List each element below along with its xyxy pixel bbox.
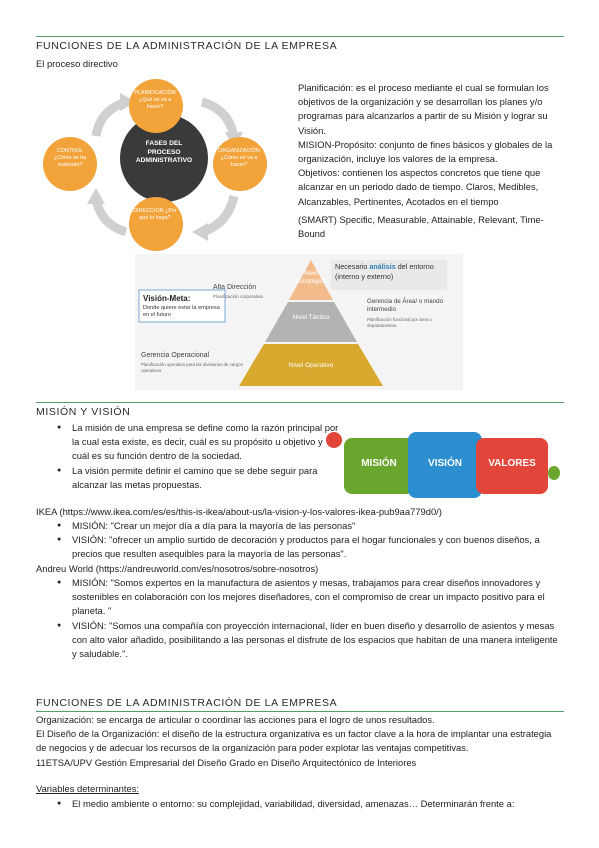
cycle-node-planificacion	[129, 79, 183, 133]
process-cycle-diagram	[43, 79, 267, 251]
section-title: FUNCIONES DE LA ADMINISTRACIÓN DE LA EMP…	[36, 40, 338, 52]
pyramid-label-mid: Nivel Táctico	[292, 314, 330, 321]
pyramid-middle	[265, 302, 357, 342]
paragraph: El Diseño de la Organización: el diseño …	[36, 728, 552, 754]
pyramid-image: Nivel Estratégico Nivel Táctico Nivel Op…	[135, 254, 463, 390]
paragraph: (SMART) Specific, Measurable, Attainable…	[298, 213, 544, 240]
alta-direccion: Alta Dirección	[213, 284, 257, 291]
pyramid-label-bottom: Nivel Operativo	[288, 362, 334, 369]
list-item: El medio ambiente o entorno: su compleji…	[52, 797, 564, 811]
gerencia-area-sub: Planificación funcional por área o depar…	[367, 317, 432, 328]
planificacion-text: Planificación: es el proceso mediante el…	[298, 81, 566, 241]
puzzle-knob	[548, 466, 560, 480]
variables-heading: Variables determinantes:	[36, 783, 140, 794]
puzzle-label-mision: MISIÓN	[361, 458, 397, 469]
cycle-arrow-head	[120, 93, 136, 111]
analisis-box	[331, 260, 447, 290]
subtitle: El proceso directivo	[36, 58, 118, 69]
section-title: FUNCIONES DE LA ADMINISTRACIÓN DE LA EMP…	[36, 697, 338, 709]
cycle-arrow-head	[87, 188, 105, 204]
divider	[36, 36, 564, 37]
cycle-label-control: CONTROL ¿Cómo se ha realizado?	[53, 148, 87, 168]
divider	[36, 402, 564, 403]
paragraph: Objetivos: contienen los aspectos concre…	[298, 167, 541, 207]
pyramid-bottom	[239, 344, 383, 386]
puzzle-label-vision: VISIÓN	[428, 458, 462, 469]
paragraph: 11ETSA/UPV Gestión Empresarial del Diseñ…	[36, 756, 417, 768]
vision-title: Visión-Meta:	[143, 294, 191, 303]
cycle-arrow-head	[192, 223, 208, 241]
puzzle-image: MISIÓN VISIÓN VALORES	[326, 430, 560, 502]
cycle-label-organizacion: ORGANIZACIÓN ¿Cómo se va a hacer?	[218, 148, 260, 168]
mision-vision-list: La misión de una empresa se define como …	[52, 421, 340, 492]
paragraph: Organización: se encarga de articular o …	[36, 714, 435, 725]
vision-box	[138, 289, 226, 323]
gerencia-area: Gerencia de Área/ o mando intermedio	[367, 298, 444, 313]
andreu-source: Andreu World (https://andreuworld.com/es…	[36, 563, 319, 574]
pyramid-label-top: Nivel Estratégico	[295, 271, 326, 285]
list-item: MISIÓN: "Crear un mejor día a día para l…	[52, 519, 564, 533]
puzzle-piece-valores	[476, 438, 548, 494]
cycle-node-control	[43, 137, 97, 191]
list-item: La visión permite definir el camino que …	[52, 464, 340, 492]
ikea-list: MISIÓN: "Crear un mejor día a día para l…	[52, 519, 564, 562]
list-item: La misión de una empresa se define como …	[52, 421, 340, 464]
section-title: MISIÓN Y VISIÓN	[36, 406, 131, 418]
analisis-text: Necesario análisis del entorno (interno …	[335, 262, 434, 281]
list-item: MISIÓN: "Somos expertos en la manufactur…	[52, 576, 564, 619]
ikea-source: IKEA (https://www.ikea.com/es/es/this-is…	[36, 506, 442, 517]
vision-text: Donde quiere estar la empresa en el futu…	[143, 305, 220, 318]
puzzle-knob	[326, 432, 342, 448]
paragraph: MISION-Propósito: conjunto de fines bási…	[298, 138, 553, 165]
divider	[36, 711, 564, 712]
organizacion-text: Organización: se encarga de articular o …	[36, 713, 564, 770]
gerencia-operacional: Gerencia Operacional	[141, 352, 210, 359]
andreu-list: MISIÓN: "Somos expertos en la manufactur…	[52, 576, 564, 661]
cycle-center	[120, 114, 208, 202]
pyramid-graphic	[138, 260, 447, 386]
list-item: VISIÓN: "Somos una compañía con proyecci…	[52, 619, 564, 662]
paragraph: Planificación: es el proceso mediante el…	[298, 82, 549, 136]
cycle-label-planificacion: PLANIFICACIÓN ¿Qué se va a hacer?	[134, 90, 176, 110]
cycle-node-organizacion	[213, 137, 267, 191]
puzzle-piece-mision	[344, 438, 414, 494]
variables-list: El medio ambiente o entorno: su compleji…	[52, 797, 564, 811]
cycle-label-direccion: DIRECCIÓN ¿Por qué lo haga?	[133, 208, 177, 221]
cycle-center-label: FASES DEL PROCESO ADMINISTRATIVO	[135, 140, 193, 164]
cycle-node-direccion	[129, 197, 183, 251]
pyramid-top	[289, 260, 333, 300]
list-item: VISIÓN: "ofrecer un amplio surtido de de…	[52, 533, 564, 561]
puzzle-piece-vision	[408, 432, 482, 498]
puzzle-label-valores: VALORES	[488, 458, 536, 469]
alta-direccion-sub: Planificación corporativa	[213, 294, 263, 299]
gerencia-operacional-sub: Planificación operativa para las divisio…	[141, 362, 243, 373]
